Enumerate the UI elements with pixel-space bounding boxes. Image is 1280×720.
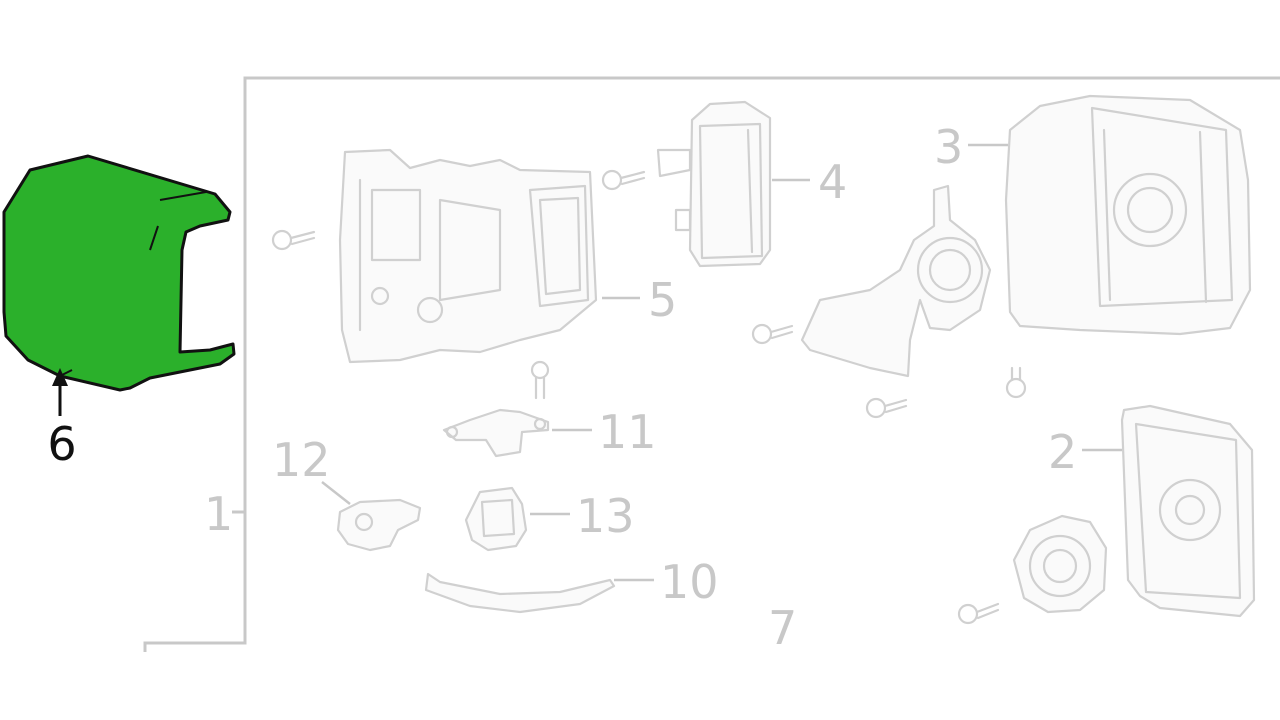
part-7-bracket xyxy=(800,184,992,378)
callout-10: 10 xyxy=(660,555,719,609)
callout-12: 12 xyxy=(272,433,331,487)
part-6-crease xyxy=(149,225,159,251)
callout-11: 11 xyxy=(598,405,657,459)
part-12-clip xyxy=(336,498,422,552)
part-13-motor xyxy=(464,486,528,552)
callout-6-arrowhead xyxy=(52,368,68,386)
screw xyxy=(751,323,794,345)
callout-6: 6 xyxy=(47,417,76,471)
callout-7: 7 xyxy=(768,601,797,655)
part-6-cover-shape[interactable] xyxy=(2,154,236,392)
screw xyxy=(865,397,908,419)
part-10-trim xyxy=(424,572,616,614)
part-11-bracket xyxy=(442,408,550,458)
part-2-glass xyxy=(1120,404,1256,618)
callout-3: 3 xyxy=(934,120,963,174)
assembly-frame xyxy=(143,76,1280,652)
screw xyxy=(530,360,550,400)
part-5-housing xyxy=(338,148,598,364)
screw xyxy=(271,229,316,251)
callout-13: 13 xyxy=(576,489,635,543)
callout-2: 2 xyxy=(1048,425,1077,479)
callout-1: 1 xyxy=(204,487,233,541)
part-6-crease xyxy=(159,191,207,201)
screw xyxy=(957,602,1000,625)
screw xyxy=(601,169,646,191)
callout-5: 5 xyxy=(648,273,677,327)
actuator-motor xyxy=(1012,514,1108,614)
callout-4: 4 xyxy=(818,155,847,209)
part-4-lamp xyxy=(656,100,772,268)
callout-12-leader xyxy=(321,481,351,505)
part-3-housing xyxy=(1004,94,1252,336)
screw xyxy=(1005,366,1027,399)
part-6-cover[interactable] xyxy=(2,154,236,392)
